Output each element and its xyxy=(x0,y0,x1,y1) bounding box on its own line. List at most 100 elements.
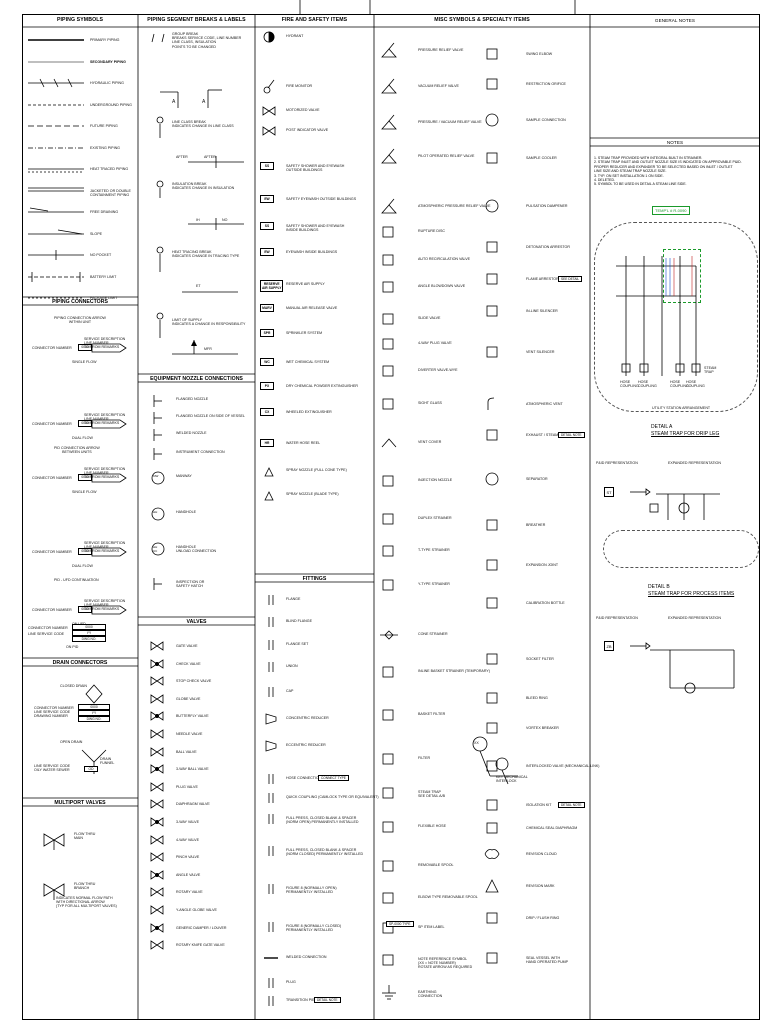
drain-code2: YY xyxy=(78,710,110,716)
valve-icon-8 xyxy=(150,782,164,792)
misc-left-label-0: PRESSURE RELIEF VALVE xyxy=(418,48,464,52)
detail-b-drawing xyxy=(630,642,735,694)
segment-label-3: HEAT TRACING BREAK INDICATES CHANGE IN T… xyxy=(172,250,240,259)
segment-tag-a2: A xyxy=(202,99,206,105)
misc-right-icon-5 xyxy=(486,241,498,253)
steam-trap-label: STEAM TRAP xyxy=(704,366,717,375)
valve-label-8: PLUG VALVE xyxy=(176,784,198,789)
misc-left-icon-13 xyxy=(382,475,394,487)
pipe-label-4: FUTURE PIPING xyxy=(90,124,118,128)
misc-right-icon-10 xyxy=(486,429,498,441)
fitting-label-8: QUICK COUPLING (CAMLOCK TYPE OR EQUIVALE… xyxy=(286,795,379,799)
valve-icon-11 xyxy=(150,834,164,845)
valve-label-17: ROTARY KNIFE GATE VALVE xyxy=(176,943,225,948)
fire-tag-6: SS xyxy=(260,222,274,230)
fitting-tag-15: DETAIL NOTE xyxy=(314,997,341,1003)
detail-a-pid-label: P&ID REPRESENTATION xyxy=(596,461,638,465)
fitting-label-0: FLANGE xyxy=(286,597,301,601)
valve-label-7: 3-WAY BALL VALVE xyxy=(176,767,209,772)
segment-tag-before: AFTER xyxy=(176,155,188,159)
connector-left-3: CONNECTOR NUMBER xyxy=(32,550,72,554)
misc-left-icon-26 xyxy=(382,954,394,966)
fire-tag-12: PX xyxy=(260,382,274,390)
detail-a-title: DETAIL A xyxy=(651,424,673,430)
segment-tag-ht: ET xyxy=(196,284,201,288)
header-segment-breaks: PIPING SEGMENT BREAKS & LABELS xyxy=(147,17,246,23)
misc-right-label-1: RESTRICTION ORIFICE xyxy=(526,82,566,86)
pipe-line-0 xyxy=(28,39,84,41)
misc-left-icon-2 xyxy=(381,114,397,130)
connector-arrow-1 xyxy=(91,419,127,429)
pipe-line-8 xyxy=(28,207,84,213)
connector-bottom-2: SINGLE FLOW xyxy=(72,490,97,494)
valve-icon-15 xyxy=(150,905,164,915)
detail-a-sub: STEAM TRAP FOR DRIP LEG xyxy=(651,431,720,437)
valve-icon-16 xyxy=(150,922,164,933)
misc-left-icon-3 xyxy=(381,148,397,164)
misc-left-icon-15 xyxy=(382,545,394,557)
misc-right-label-16: BLEED RING xyxy=(526,696,548,700)
pipe-label-11: BATTERY LIMIT xyxy=(90,274,117,279)
valve-label-10: 3-WAY VALVE xyxy=(176,820,199,824)
connector-left-4: CONNECTOR NUMBER xyxy=(32,608,72,612)
misc-left-icon-7 xyxy=(382,281,394,293)
drain-right-label: DRAIN FUNNEL xyxy=(100,757,115,766)
connector-right-1: SERVICE DESCRIPTION LINE NUMBER TO/FROM … xyxy=(84,413,126,426)
misc-right-tag-19: DETAIL NOTE xyxy=(558,802,585,808)
header-multiport-valves: MULTIPORT VALVES xyxy=(54,800,106,806)
misc-left-label-6: AUTO RECIRCULATION VALVE xyxy=(418,257,471,261)
connector-right-4: SERVICE DESCRIPTION LINE NUMBER TO/FROM … xyxy=(84,599,126,612)
misc-left-icon-23 xyxy=(382,860,394,872)
drain-code4: OD xyxy=(84,766,98,772)
nozzle-label-3: INSTRUMENT CONNECTION xyxy=(176,450,225,454)
misc-left-icon-4 xyxy=(381,198,397,214)
pipe-line-10 xyxy=(28,250,84,260)
connector-extra-code1: 0000 xyxy=(72,624,106,630)
connector-arrow-4 xyxy=(91,605,127,615)
misc-right-label-11: SEPARATOR xyxy=(526,477,548,481)
misc-left-label-16: Y-TYPE STRAINER xyxy=(418,582,450,586)
fitting-icon-14 xyxy=(268,978,274,988)
fitting-icon-2 xyxy=(268,640,274,650)
connector-arrow-3 xyxy=(91,547,127,557)
fire-tag-9: MARV xyxy=(260,304,274,312)
fitting-icon-12 xyxy=(268,922,274,932)
fire-tag-10: SPR xyxy=(260,329,274,337)
misc-left-icon-0 xyxy=(381,42,397,58)
misc-right-icon-14 xyxy=(486,597,498,609)
header-piping-symbols: PIPING SYMBOLS xyxy=(56,17,104,23)
segment-tag-mfr: MFR xyxy=(204,347,212,351)
fitting-icon-10 xyxy=(268,846,274,856)
fire-label-5: SAFETY EYEWASH OUTSIDE BUILDINGS xyxy=(286,197,357,201)
closed-drain-diamond xyxy=(85,684,103,704)
valve-label-5: NEEDLE VALVE xyxy=(176,732,203,736)
fitting-icon-5 xyxy=(265,713,277,725)
valve-icon-2 xyxy=(150,676,164,686)
misc-right-label-13: EXPANSION JOINT xyxy=(526,563,559,567)
fire-label-7: EYEWASH INSIDE BUILDINGS xyxy=(286,250,338,254)
fire-icon-3 xyxy=(262,126,276,136)
misc-left-icon-18 xyxy=(382,666,394,678)
notes-text: 1. STEAM TRAP PROVIDED WITH INTEGRAL BUI… xyxy=(594,156,742,187)
connector-bottom-0: SINGLE FLOW xyxy=(72,360,97,364)
misc-right-label-18: INTERLOCKED VALVE (MECHANICAL LINK) xyxy=(526,764,600,768)
nozzle-tag-6: HH UC xyxy=(153,545,158,554)
multiport-note-label: INDICATES NORMAL FLOW PATH WITH DIRECTIO… xyxy=(56,896,117,909)
pipe-label-12: PACKAGE LIMIT xyxy=(90,296,118,300)
misc-right-label-22: REVISION MARK xyxy=(526,884,555,888)
hose-label-3: HOSE COUPLING xyxy=(670,380,689,389)
valve-label-15: Y-ANGLE GLOBE VALVE xyxy=(176,908,217,912)
fitting-label-3: UNION xyxy=(286,664,298,668)
pipe-label-5: EXISTING PIPING xyxy=(90,145,120,150)
nozzle-icon-7 xyxy=(153,578,162,590)
misc-left-label-12: VENT COVER xyxy=(418,440,442,444)
misc-right-icon-15 xyxy=(486,653,498,665)
valve-icon-4 xyxy=(150,711,164,722)
fire-icon-0 xyxy=(263,31,275,43)
misc-right-icon-0 xyxy=(486,48,498,60)
multiport-main-icon xyxy=(43,833,65,850)
fitting-icon-13 xyxy=(264,957,278,959)
valve-icon-17 xyxy=(150,940,164,950)
misc-left-label-18: INLINE BASKET STRAINER (TEMPORARY) xyxy=(418,669,490,673)
misc-left-label-20: FILTER xyxy=(418,756,431,760)
